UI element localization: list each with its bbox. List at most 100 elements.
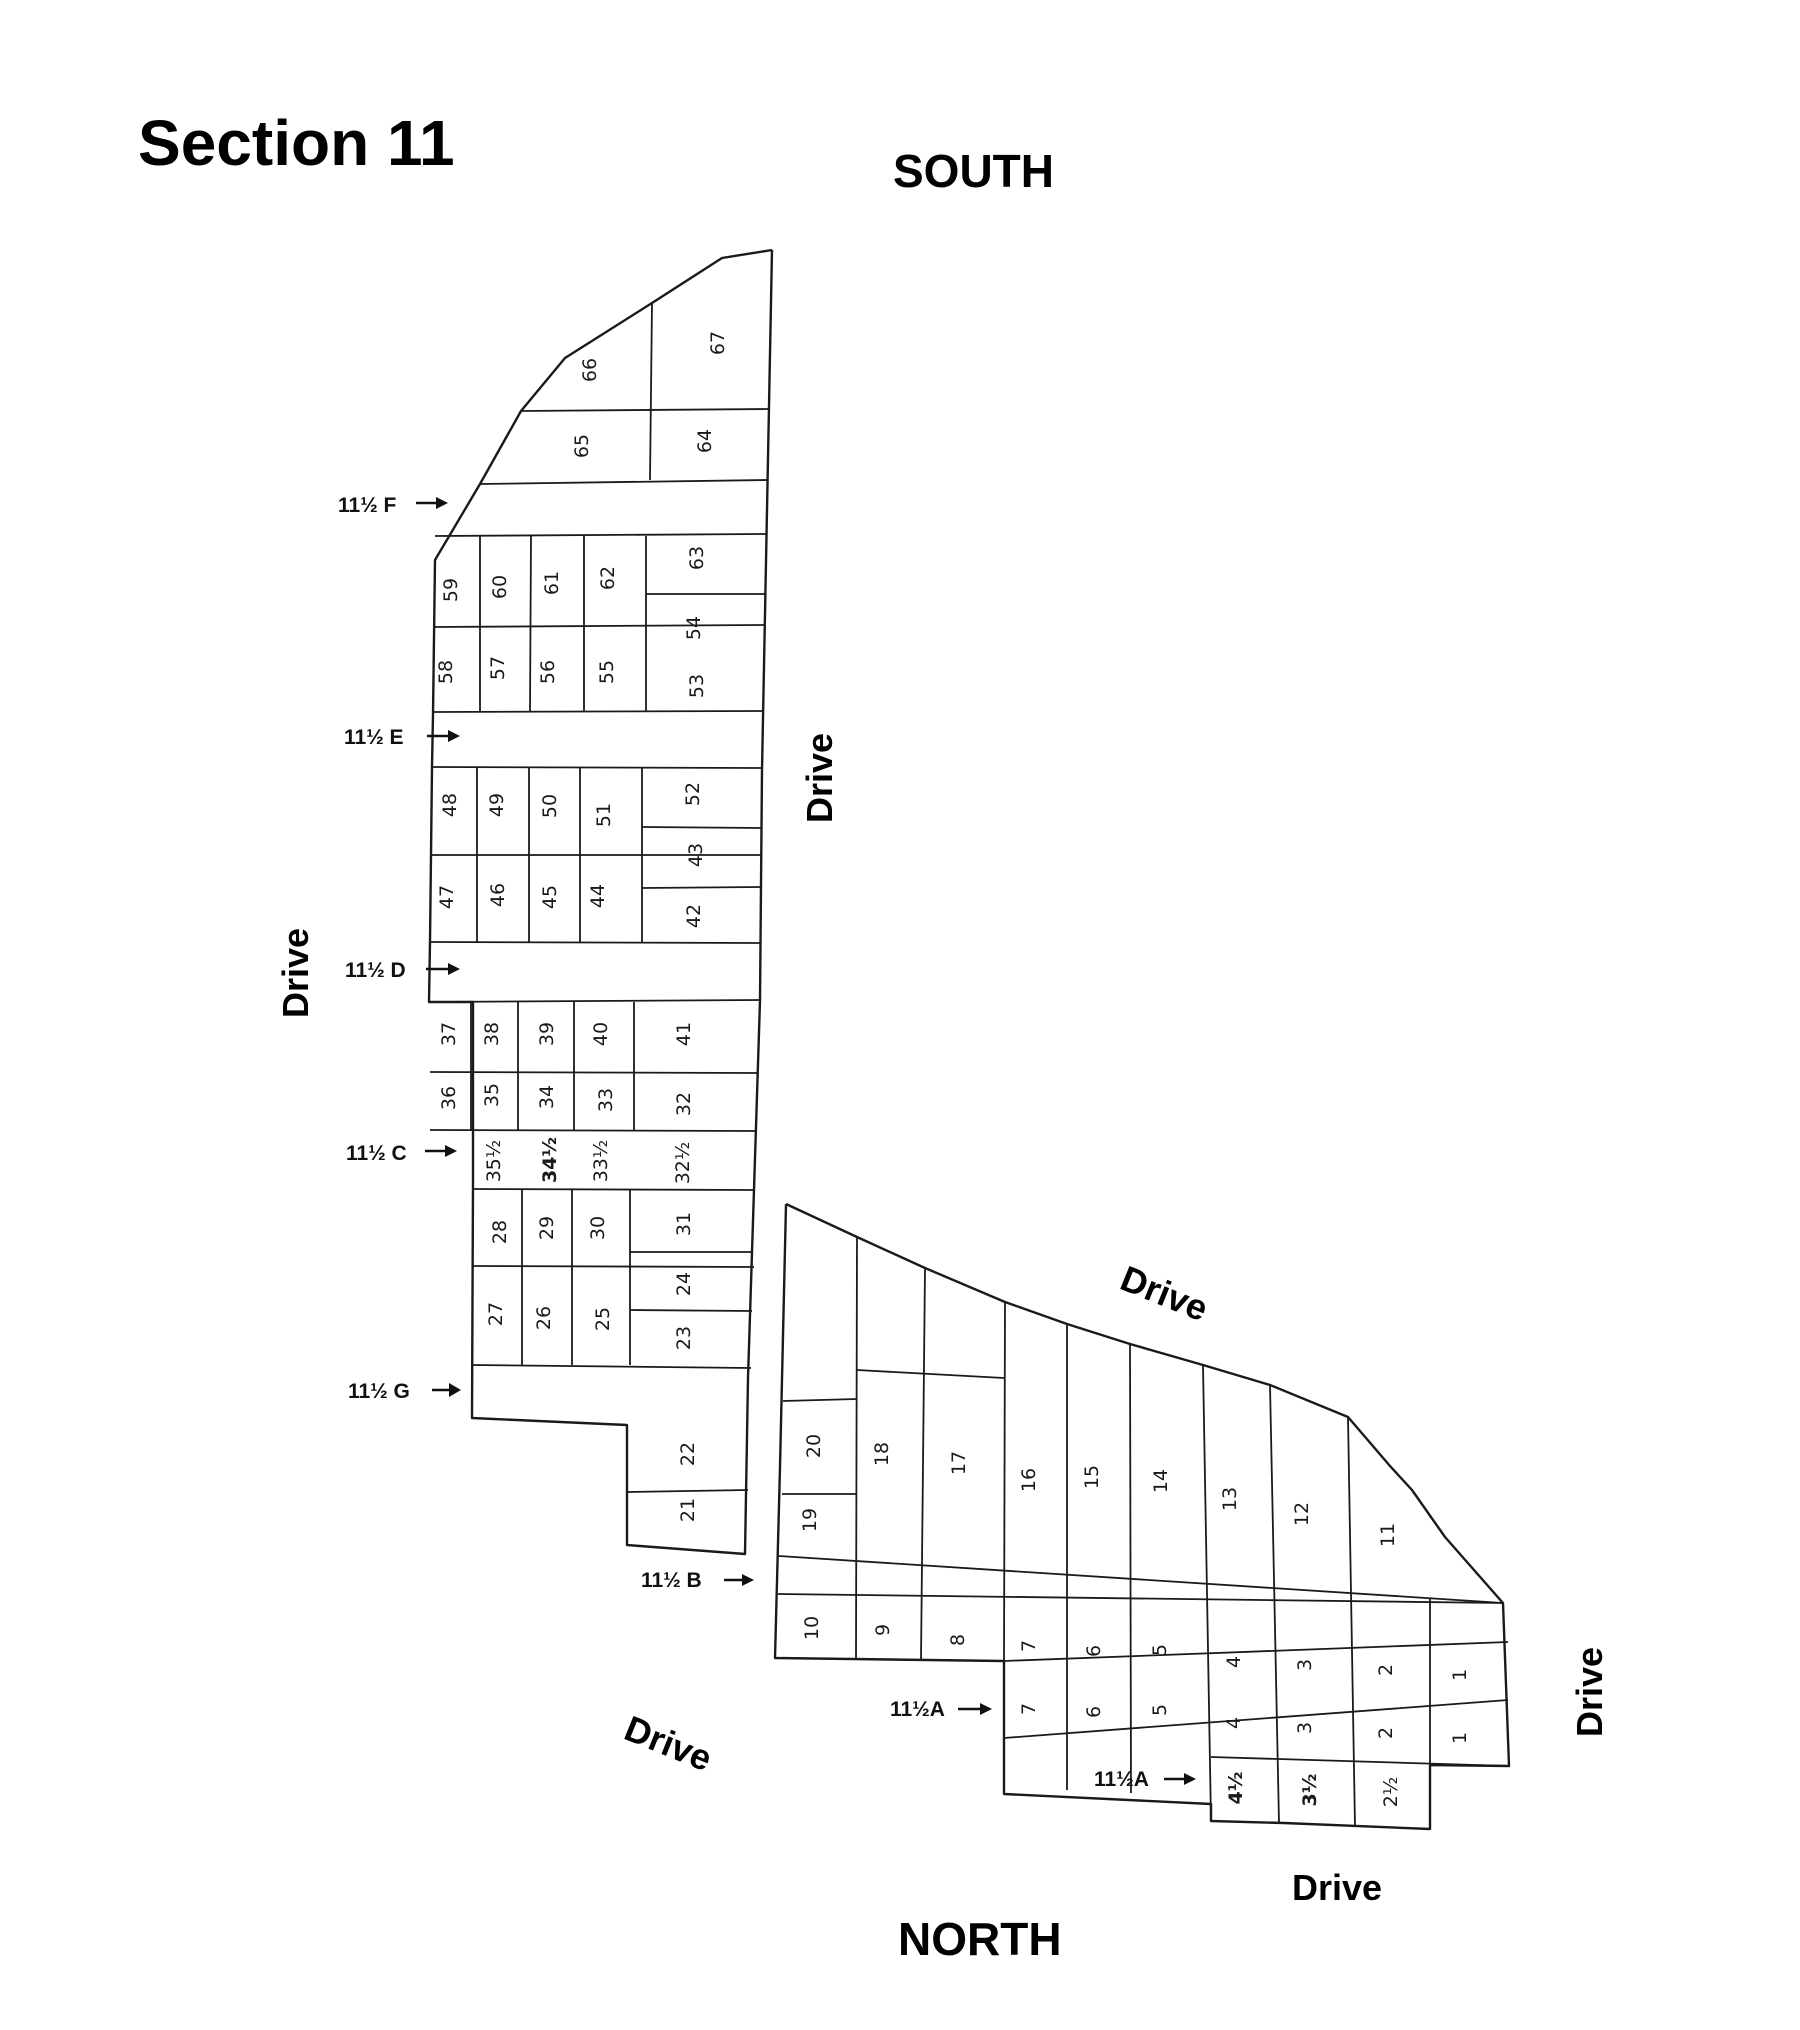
plot-38[interactable]: 38	[481, 1022, 503, 1046]
east-block-outline	[773, 1202, 1511, 1831]
plot-44[interactable]: 44	[587, 884, 609, 908]
plot-49[interactable]: 49	[486, 793, 508, 817]
plot-42[interactable]: 42	[683, 904, 705, 928]
plot-31[interactable]: 31	[673, 1212, 695, 1236]
plot-21[interactable]: 21	[677, 1498, 699, 1522]
plot-47[interactable]: 47	[436, 885, 458, 909]
plot-34[interactable]: 34	[536, 1085, 558, 1109]
plot-4-half[interactable]: 4½	[1225, 1772, 1247, 1805]
plot-57[interactable]: 57	[487, 656, 509, 680]
plot-4b[interactable]: 4	[1223, 1717, 1245, 1729]
plot-23[interactable]: 23	[673, 1326, 695, 1350]
plot-2a[interactable]: 2	[1375, 1664, 1397, 1676]
plot-2-half[interactable]: 2½	[1380, 1777, 1402, 1808]
plot-46[interactable]: 46	[487, 883, 509, 907]
plot-9[interactable]: 9	[872, 1624, 894, 1636]
plot-51[interactable]: 51	[593, 803, 615, 827]
plot-58[interactable]: 58	[435, 660, 457, 684]
plot-56[interactable]: 56	[537, 660, 559, 684]
plot-35[interactable]: 35	[481, 1083, 503, 1107]
plot-12[interactable]: 12	[1291, 1502, 1313, 1526]
plot-43[interactable]: 43	[685, 843, 707, 867]
lane-b: 11½ B	[641, 1569, 754, 1592]
drive-label-west: Drive	[275, 928, 316, 1018]
plot-35-half[interactable]: 35½	[483, 1140, 505, 1183]
plot-60[interactable]: 60	[489, 575, 511, 599]
plot-65[interactable]: 65	[571, 434, 593, 458]
west-block: 67 66 65 64 59 60 61 62 63 54 58 57 56 5…	[427, 248, 774, 1556]
plot-6a[interactable]: 6	[1083, 1645, 1105, 1657]
plot-14[interactable]: 14	[1150, 1469, 1172, 1493]
plot-15[interactable]: 15	[1081, 1465, 1103, 1489]
plot-24[interactable]: 24	[673, 1272, 695, 1296]
plot-7a[interactable]: 7	[1018, 1640, 1040, 1652]
lane-label-e: 11½ E	[344, 726, 404, 749]
plot-11[interactable]: 11	[1377, 1523, 1399, 1547]
drive-label-northeast: Drive	[1115, 1257, 1214, 1329]
plot-30[interactable]: 30	[587, 1216, 609, 1240]
lane-a-upper: 11½A	[890, 1698, 992, 1721]
plot-20[interactable]: 20	[803, 1434, 825, 1458]
lane-e: 11½ E	[344, 726, 460, 749]
plot-32[interactable]: 32	[673, 1092, 695, 1116]
plot-16[interactable]: 16	[1018, 1468, 1040, 1492]
lane-label-g: 11½ G	[348, 1380, 410, 1403]
plot-36[interactable]: 36	[438, 1086, 460, 1110]
plot-67[interactable]: 67	[707, 331, 729, 355]
compass-south: SOUTH	[893, 145, 1054, 197]
plot-50[interactable]: 50	[539, 794, 561, 818]
plot-4a[interactable]: 4	[1223, 1656, 1245, 1668]
plot-2b[interactable]: 2	[1375, 1727, 1397, 1739]
plot-22[interactable]: 22	[677, 1442, 699, 1466]
section-title: Section 11	[138, 107, 455, 179]
plot-26[interactable]: 26	[533, 1306, 555, 1330]
plot-33-half[interactable]: 33½	[590, 1140, 612, 1183]
lane-label-c: 11½ C	[346, 1142, 407, 1165]
plot-45[interactable]: 45	[539, 885, 561, 909]
plot-29[interactable]: 29	[536, 1216, 558, 1240]
plot-3a[interactable]: 3	[1294, 1659, 1316, 1671]
plot-33[interactable]: 33	[595, 1088, 617, 1112]
plot-1b[interactable]: 1	[1449, 1732, 1471, 1744]
plot-48[interactable]: 48	[439, 793, 461, 817]
plot-5a[interactable]: 5	[1149, 1644, 1171, 1656]
plot-52[interactable]: 52	[682, 782, 704, 806]
plot-27[interactable]: 27	[485, 1302, 507, 1326]
plot-64[interactable]: 64	[694, 429, 716, 453]
plot-6b[interactable]: 6	[1083, 1706, 1105, 1718]
plot-10[interactable]: 10	[801, 1616, 823, 1640]
plot-63[interactable]: 63	[686, 546, 708, 570]
plot-61[interactable]: 61	[541, 571, 563, 595]
drive-label-south: Drive	[1292, 1867, 1382, 1908]
plot-28[interactable]: 28	[489, 1220, 511, 1244]
plot-59[interactable]: 59	[440, 578, 462, 602]
plot-18[interactable]: 18	[871, 1442, 893, 1466]
plot-19[interactable]: 19	[799, 1508, 821, 1532]
plot-1a[interactable]: 1	[1449, 1669, 1471, 1681]
plot-55[interactable]: 55	[596, 660, 618, 684]
plot-8[interactable]: 8	[947, 1634, 969, 1646]
plot-34-half[interactable]: 34½	[539, 1137, 561, 1183]
plot-54[interactable]: 54	[683, 616, 705, 640]
lane-label-d: 11½ D	[345, 959, 406, 982]
east-block: 20 19 18 17 16 15 14 13 12 11 10 9 8 7 6…	[773, 1202, 1511, 1831]
plot-40[interactable]: 40	[590, 1022, 612, 1046]
lane-a-lower: 11½A	[1094, 1768, 1196, 1791]
plot-5b[interactable]: 5	[1149, 1704, 1171, 1716]
plot-7b[interactable]: 7	[1018, 1703, 1040, 1715]
drive-label-east: Drive	[1569, 1647, 1610, 1737]
plot-37[interactable]: 37	[438, 1022, 460, 1046]
plot-17[interactable]: 17	[948, 1451, 970, 1475]
plot-13[interactable]: 13	[1219, 1487, 1241, 1511]
plot-3b[interactable]: 3	[1294, 1722, 1316, 1734]
plot-41[interactable]: 41	[673, 1022, 695, 1046]
plot-66[interactable]: 66	[579, 358, 601, 382]
lane-d: 11½ D	[345, 959, 460, 982]
plot-39[interactable]: 39	[536, 1022, 558, 1046]
plot-62[interactable]: 62	[597, 566, 619, 590]
plot-32-half[interactable]: 32½	[672, 1142, 694, 1185]
lane-f: 11½ F	[338, 494, 448, 517]
plot-53[interactable]: 53	[686, 674, 708, 698]
plot-3-half[interactable]: 3½	[1299, 1774, 1321, 1807]
plot-25[interactable]: 25	[592, 1307, 614, 1331]
